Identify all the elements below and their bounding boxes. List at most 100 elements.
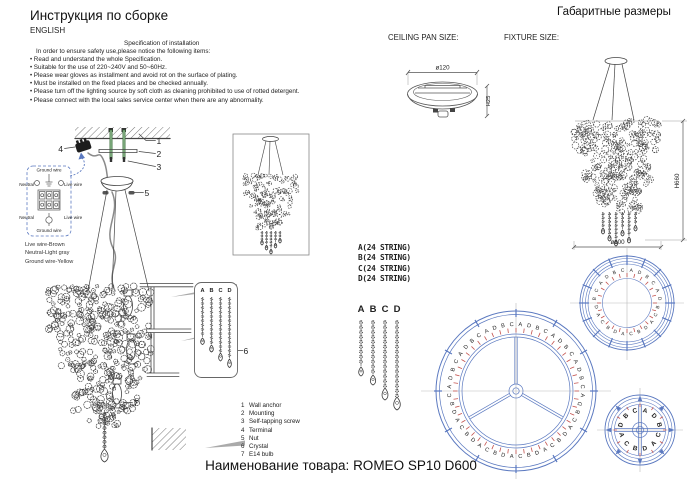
spec-item: Read and understand the whole Specificat… xyxy=(30,56,299,64)
svg-text:B: B xyxy=(448,401,455,406)
string-label-b: B xyxy=(369,304,377,315)
canopy xyxy=(100,176,135,195)
svg-text:A: A xyxy=(510,454,514,460)
string-label-c: C xyxy=(381,304,389,315)
svg-text:C: C xyxy=(572,417,579,423)
callout-3: 3 xyxy=(157,162,162,172)
svg-text:C: C xyxy=(622,440,630,448)
panel-label-a: A xyxy=(200,288,204,294)
string-samples xyxy=(358,320,401,411)
svg-text:A: A xyxy=(594,312,601,318)
svg-text:C: C xyxy=(542,328,548,335)
svg-text:B: B xyxy=(636,329,641,336)
ceiling-pan-size-label: CEILING PAN SIZE: xyxy=(388,33,459,42)
svg-text:D: D xyxy=(612,329,618,336)
callout-5: 5 xyxy=(145,188,150,198)
terminal-connector xyxy=(75,137,92,153)
live-top-label: Live wire xyxy=(64,182,83,187)
svg-text:D: D xyxy=(450,409,457,415)
pointer-curve xyxy=(69,156,85,177)
callout-6: 6 xyxy=(244,346,249,356)
svg-text:A: A xyxy=(642,407,649,415)
bulb-3 xyxy=(109,377,125,409)
svg-text:C: C xyxy=(655,431,663,438)
svg-text:C: C xyxy=(632,407,639,415)
svg-text:C: C xyxy=(629,331,634,337)
svg-text:D: D xyxy=(643,324,650,331)
chandelier-thumbnail xyxy=(232,133,310,256)
panel-label-c: C xyxy=(218,288,222,294)
string-count-a: A(24 STRING) xyxy=(358,243,411,252)
self-tapping-screws xyxy=(109,129,126,162)
string-count-b: B(24 STRING) xyxy=(358,253,411,263)
svg-text:D: D xyxy=(492,325,498,332)
svg-text:C: C xyxy=(621,268,626,274)
svg-text:D: D xyxy=(501,452,506,459)
spec-item: Please turn off the lighting source by s… xyxy=(30,88,300,96)
svg-text:A: A xyxy=(621,331,626,337)
ceiling-pan-drawing: ø120 H25 xyxy=(405,65,492,119)
svg-text:A: A xyxy=(649,318,656,325)
svg-text:B: B xyxy=(492,450,498,457)
language-label: ENGLISH xyxy=(30,26,66,35)
svg-text:C: C xyxy=(484,447,490,454)
svg-text:A: A xyxy=(654,288,661,294)
callout-leaders xyxy=(64,133,244,403)
svg-text:D: D xyxy=(448,376,455,381)
svg-text:C: C xyxy=(649,280,656,287)
svg-text:D: D xyxy=(577,401,584,406)
panel-label-b: B xyxy=(209,288,213,294)
svg-text:C: C xyxy=(509,322,513,328)
svg-text:D: D xyxy=(526,323,531,330)
svg-text:D: D xyxy=(642,445,649,453)
callout-4: 4 xyxy=(58,144,63,154)
svg-text:C: C xyxy=(457,424,464,431)
spec-intro: In order to ensure safety use,please not… xyxy=(36,48,211,55)
svg-text:D: D xyxy=(617,421,625,428)
string-label-d: D xyxy=(393,304,401,315)
pan-diameter-label: ø120 xyxy=(435,65,450,72)
svg-text:D: D xyxy=(556,338,563,345)
svg-text:A: A xyxy=(579,393,585,397)
neutral-bottom-label: Neutral xyxy=(19,215,34,220)
ground-wire-bottom-label: Ground wire xyxy=(36,228,61,233)
fixture-height-label: H660 xyxy=(674,173,681,188)
svg-text:D: D xyxy=(593,305,599,310)
live-bottom-label: Live wire xyxy=(64,215,83,220)
bottom-crystal-strand xyxy=(100,411,109,463)
spec-item: Please wear gloves as installment and av… xyxy=(30,72,299,80)
string-counts: A(24 STRING) B(24 STRING) C(24 STRING) D… xyxy=(358,243,411,285)
svg-text:C: C xyxy=(653,312,660,318)
svg-text:B: B xyxy=(622,412,630,420)
svg-text:B: B xyxy=(450,367,457,373)
svg-text:C: C xyxy=(518,454,522,460)
spec-item: Must be installed on the fixed places an… xyxy=(30,80,299,88)
legend-live: Live wire-Brown xyxy=(25,241,65,248)
svg-text:A: A xyxy=(549,333,556,340)
product-name-value: ROMEO SP10 D600 xyxy=(353,458,477,473)
svg-text:C: C xyxy=(567,351,574,358)
svg-text:B: B xyxy=(556,437,563,444)
fixture-diameter-label: ø600 xyxy=(610,239,625,246)
svg-text:A: A xyxy=(567,424,574,431)
svg-text:A: A xyxy=(453,417,460,423)
product-name-label: Наименование товара: xyxy=(205,458,350,473)
spec-heading: Specification of installation xyxy=(124,40,200,47)
fixture-drawing: H660 ø600 xyxy=(570,57,687,250)
ground-wire-top-label: Ground wire xyxy=(36,168,61,173)
callout-1: 1 xyxy=(157,136,162,146)
legend-neutral: Neutral-Light gray xyxy=(25,250,70,257)
svg-text:D: D xyxy=(575,367,582,373)
svg-text:B: B xyxy=(605,325,611,332)
svg-text:C: C xyxy=(447,393,453,397)
svg-text:B: B xyxy=(526,452,531,459)
svg-text:B: B xyxy=(644,274,650,281)
fixture-size-label: FIXTURE SIZE: xyxy=(504,33,560,42)
